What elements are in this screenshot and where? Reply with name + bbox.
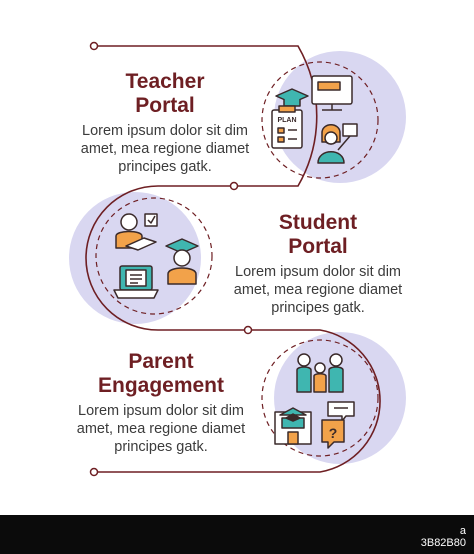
section-body-parent-engagement: Lorem ipsum dolor sit dim amet, mea regi… (52, 402, 270, 456)
circle-bg-student (69, 192, 201, 324)
body-line: principes gatk. (114, 439, 208, 455)
pointer-board-icon (342, 123, 358, 137)
body-line: amet, mea regione diamet (233, 282, 403, 298)
connector-dot-end (89, 467, 99, 477)
footer-line2: 3B82B80 (420, 537, 466, 549)
svg-text:?: ? (329, 425, 338, 441)
graduate-student-icon (165, 238, 199, 285)
body-line: amet, mea regione diamet (76, 421, 246, 437)
title-line: Student (278, 211, 358, 234)
section-title-student-portal: Student Portal (214, 211, 422, 259)
section-student-portal: Student Portal Lorem ipsum dolor sit dim… (214, 211, 422, 317)
connector-path (85, 45, 381, 473)
title-line: Parent (128, 350, 194, 373)
student-portal-icon (113, 213, 199, 299)
checkbox-icon (144, 213, 158, 227)
title-line: Engagement (97, 374, 225, 397)
section-parent-engagement: Parent Engagement Lorem ipsum dolor sit … (52, 350, 270, 456)
footer-line1: a (459, 525, 466, 537)
section-body-teacher-portal: Lorem ipsum dolor sit dim amet, mea regi… (60, 122, 270, 176)
teacher-portal-icon (271, 75, 358, 164)
section-body-student-portal: Lorem ipsum dolor sit dim amet, mea regi… (214, 263, 422, 317)
body-line: Lorem ipsum dolor sit dim (78, 403, 244, 419)
title-line: Teacher (125, 70, 205, 93)
family-icon (296, 353, 344, 393)
chat-bubbles-icon: ? (321, 401, 355, 449)
title-line: Portal (135, 94, 195, 117)
footer-bar: a 3B82B80 (0, 515, 474, 554)
dashed-ring-parent (261, 339, 379, 457)
parent-engagement-icon: ? (274, 353, 355, 449)
dashed-ring-student (95, 197, 213, 315)
section-title-parent-engagement: Parent Engagement (52, 350, 270, 398)
circle-bg-teacher (274, 51, 406, 183)
teacher-person-icon (317, 124, 345, 164)
body-line: Lorem ipsum dolor sit dim (82, 123, 248, 139)
plan-label: PLAN (277, 117, 296, 124)
connector-dot-1 (229, 181, 239, 191)
footer-id: a 3B82B80 (392, 525, 466, 549)
reading-person-icon (115, 213, 157, 251)
body-line: Lorem ipsum dolor sit dim (235, 264, 401, 280)
dashed-ring-teacher (261, 61, 379, 179)
laptop-icon (113, 265, 159, 299)
body-line: amet, mea regione diamet (80, 141, 250, 157)
section-teacher-portal: Teacher Portal Lorem ipsum dolor sit dim… (60, 70, 270, 176)
body-line: principes gatk. (271, 300, 365, 316)
connector-dot-2 (243, 325, 253, 335)
connector-dot-start (89, 41, 99, 51)
graduation-cap-icon (275, 88, 309, 107)
plan-board-icon (271, 109, 303, 149)
school-icon (274, 407, 312, 445)
section-title-teacher-portal: Teacher Portal (60, 70, 270, 118)
body-line: principes gatk. (118, 159, 212, 175)
title-line: Portal (288, 235, 348, 258)
infographic-artwork: PLAN (69, 41, 406, 477)
